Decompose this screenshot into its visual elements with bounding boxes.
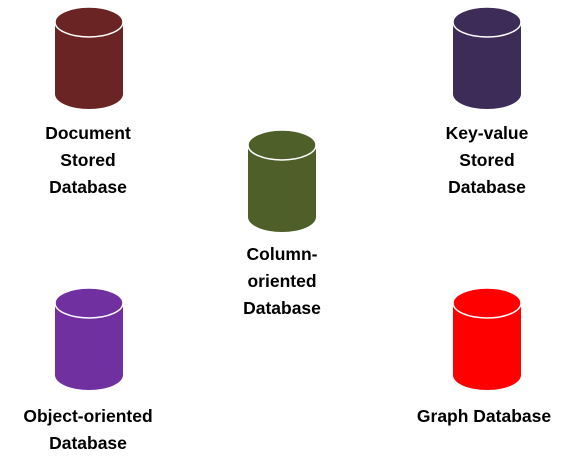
graph-db-label: Graph Database — [402, 403, 566, 430]
label-line: Database — [243, 298, 321, 318]
label-line: Stored — [60, 150, 116, 170]
label-line: Graph Database — [416, 406, 552, 426]
object-db-label: Object-oriented Database — [4, 403, 172, 457]
label-line: Database — [49, 177, 127, 197]
key-value-db-label: Key-value Stored Database — [417, 120, 557, 201]
document-db-icon — [54, 6, 124, 109]
graph-db-icon — [452, 287, 522, 390]
label-line: Column- — [246, 244, 318, 264]
object-db-icon — [54, 287, 124, 390]
document-db-label: Document Stored Database — [18, 120, 158, 201]
key-value-db-icon — [452, 6, 522, 109]
column-db-icon — [247, 129, 317, 232]
label-line: Database — [49, 433, 127, 453]
label-line: oriented — [247, 271, 317, 291]
label-line: Key-value — [445, 123, 529, 143]
label-line: Database — [448, 177, 526, 197]
column-db-label: Column- oriented Database — [212, 241, 352, 322]
label-line: Document — [45, 123, 131, 143]
label-line: Object-oriented — [23, 406, 153, 426]
label-line: Stored — [459, 150, 515, 170]
